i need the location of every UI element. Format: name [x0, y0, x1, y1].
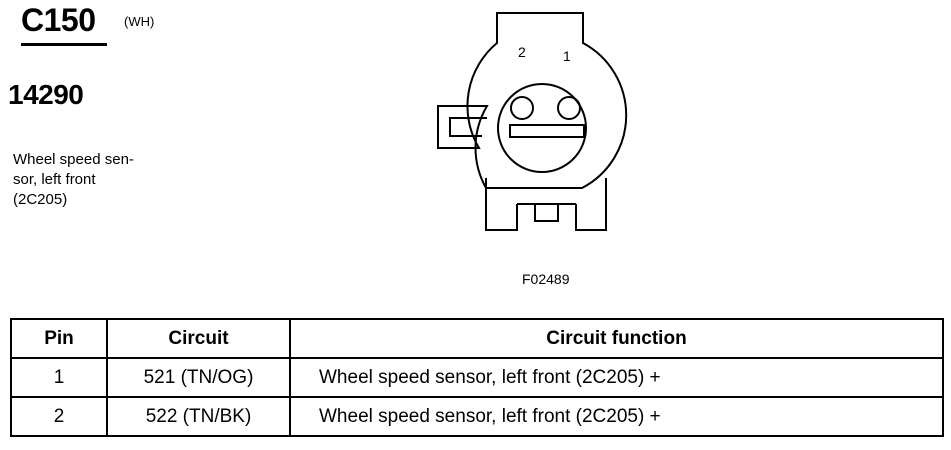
pin-1-socket	[557, 96, 581, 120]
pin-cell: 2	[10, 396, 108, 437]
description-line: Wheel speed sen-	[13, 151, 134, 168]
pin-table: Pin Circuit Circuit function 1 521 (TN/O…	[10, 318, 944, 437]
pin-cell: 1	[10, 357, 108, 398]
connector-face	[497, 83, 587, 173]
column-header-pin: Pin	[10, 318, 108, 359]
housing-foot-left	[485, 178, 518, 231]
pin-label-2: 2	[518, 44, 526, 60]
key-slot	[509, 124, 585, 138]
column-header-circuit-function: Circuit function	[289, 318, 944, 359]
connector-housing-outline	[437, 12, 628, 189]
figure-code: F02489	[522, 271, 570, 287]
pin-label-1: 1	[563, 48, 571, 64]
circuit-function-cell: Wheel speed sensor, left front (2C205) +	[289, 396, 944, 437]
part-number: 14290	[8, 79, 84, 110]
column-header-circuit: Circuit	[106, 318, 291, 359]
description-line: (2C205)	[13, 191, 68, 208]
description-line: sor, left front	[13, 171, 96, 188]
housing-foot-right	[575, 178, 607, 231]
component-description: Wheel speed sen- sor, left front (2C205)	[13, 150, 134, 210]
table-row: 1 521 (TN/OG) Wheel speed sensor, left f…	[10, 357, 944, 398]
connector-id-underline	[21, 43, 107, 46]
circuit-function-cell: Wheel speed sensor, left front (2C205) +	[289, 357, 944, 398]
connector-face-diagram: 2 1	[437, 12, 628, 231]
connector-id: C150	[21, 2, 96, 38]
table-row: 2 522 (TN/BK) Wheel speed sensor, left f…	[10, 396, 944, 437]
circuit-cell: 521 (TN/OG)	[106, 357, 291, 398]
connector-color: (WH)	[124, 14, 155, 29]
table-header-row: Pin Circuit Circuit function	[10, 318, 944, 359]
housing-center-tab	[534, 204, 559, 222]
circuit-cell: 522 (TN/BK)	[106, 396, 291, 437]
pin-2-socket	[510, 96, 534, 120]
latch-tab	[449, 117, 487, 137]
